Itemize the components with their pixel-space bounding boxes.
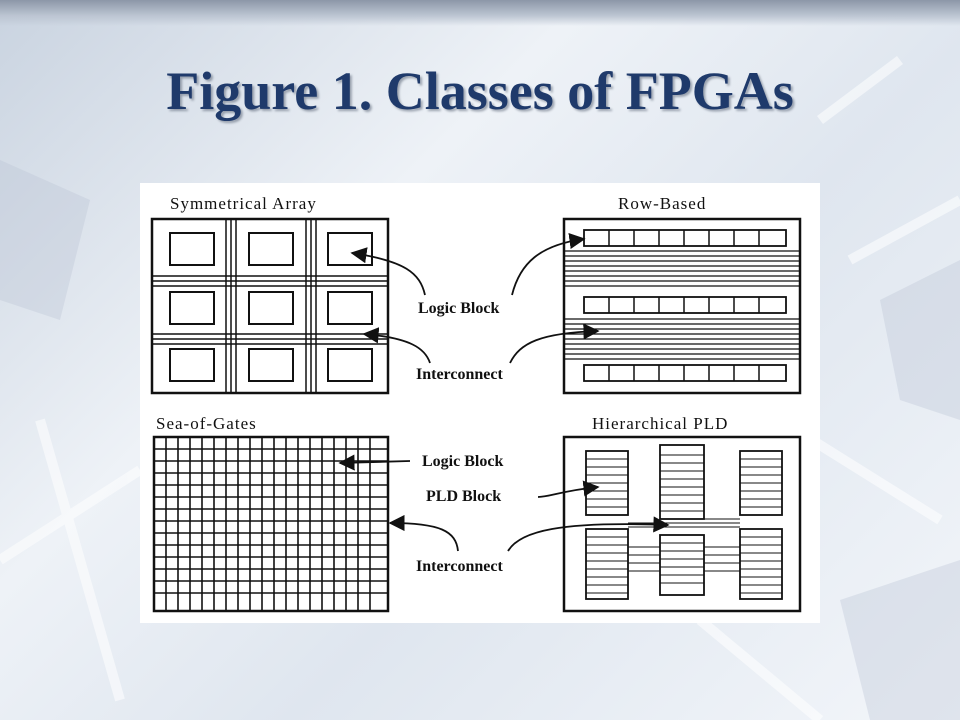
callout-bottom-interconnect: Interconnect	[416, 558, 503, 575]
top-gradient-bar	[0, 0, 960, 26]
symmetrical-array-panel	[150, 217, 390, 395]
hierarchical-pld-panel	[562, 435, 802, 613]
panel-title-sea-of-gates: Sea-of-Gates	[156, 414, 257, 433]
callout-top-logic-block: Logic Block	[418, 300, 499, 317]
top-callout-arrows	[350, 232, 600, 364]
callout-bottom-pld-block: PLD Block	[426, 488, 501, 505]
slide-title: Figure 1. Classes of FPGAs	[166, 61, 794, 121]
bottom-callout-arrows	[338, 454, 670, 552]
callout-bottom-logic-block: Logic Block	[422, 453, 503, 470]
panel-title-symmetrical: Symmetrical Array	[170, 194, 317, 213]
panel-title-row-based: Row-Based	[618, 194, 706, 213]
fpga-classes-figure: Symmetrical Array Row-Based Sea-of-Gates…	[140, 183, 820, 623]
fpga-diagram: Symmetrical Array Row-Based Sea-of-Gates…	[150, 194, 802, 613]
callout-top-interconnect: Interconnect	[416, 366, 503, 383]
row-based-panel	[562, 217, 802, 395]
panel-title-hierarchical: Hierarchical PLD	[592, 414, 728, 433]
